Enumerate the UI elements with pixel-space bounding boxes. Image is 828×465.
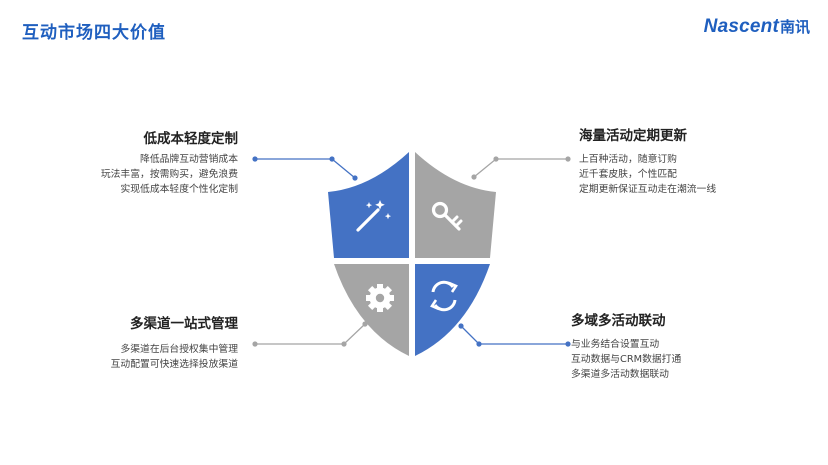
feature-desc-multichannel: 多渠道在后台授权集中管理 互动配置可快速选择投放渠道	[111, 342, 238, 372]
shield-quadrant-top-right	[415, 152, 496, 258]
feature-title-multidomain: 多域多活动联动	[571, 313, 666, 329]
feature-desc-line: 多渠道在后台授权集中管理	[120, 344, 238, 355]
feature-desc-line: 互动数据与CRM数据打通	[571, 354, 682, 365]
feature-title-low-cost: 低成本轻度定制	[143, 131, 239, 147]
feature-desc-line: 上百种活动，随意订购	[579, 154, 677, 165]
feature-desc-low-cost: 降低品牌互动营销成本 玩法丰富，按需购买，避免浪费 实现低成本轻度个性化定制	[101, 152, 238, 197]
logo-text-cn: 南讯	[779, 18, 810, 36]
magic-wand-icon	[356, 200, 392, 232]
feature-desc-line: 互动配置可快速选择投放渠道	[110, 359, 238, 370]
logo-text-en: Nascent	[703, 16, 779, 37]
feature-desc-multidomain: 与业务结合设置互动 互动数据与CRM数据打通 多渠道多活动数据联动	[571, 337, 681, 382]
feature-desc-line: 降低品牌互动营销成本	[140, 154, 238, 165]
feature-title-multichannel: 多渠道一站式管理	[130, 316, 238, 332]
connector-bottom-right	[458, 323, 571, 347]
feature-desc-line: 多渠道多活动数据联动	[571, 369, 669, 380]
brand-logo: Nascent 南讯	[704, 16, 810, 38]
gear-icon	[366, 284, 394, 312]
page-title: 互动市场四大价值	[22, 23, 166, 43]
feature-desc-line: 近千套皮肤，个性匹配	[579, 169, 677, 180]
feature-title-mass-activities: 海量活动定期更新	[579, 128, 687, 144]
connector-top-left	[252, 156, 358, 181]
feature-desc-line: 玩法丰富，按需购买，避免浪费	[100, 169, 238, 180]
feature-desc-mass-activities: 上百种活动，随意订购 近千套皮肤，个性匹配 定期更新保证互动走在潮流一线	[579, 152, 716, 197]
key-icon	[431, 201, 463, 231]
feature-desc-line: 与业务结合设置互动	[571, 339, 660, 350]
refresh-icon	[430, 280, 458, 312]
shield-quadrant-bottom-left	[334, 264, 409, 356]
feature-desc-line: 定期更新保证互动走在潮流一线	[579, 184, 717, 195]
connector-bottom-left	[252, 321, 368, 347]
feature-desc-line: 实现低成本轻度个性化定制	[120, 184, 238, 195]
connector-top-right	[471, 156, 571, 180]
